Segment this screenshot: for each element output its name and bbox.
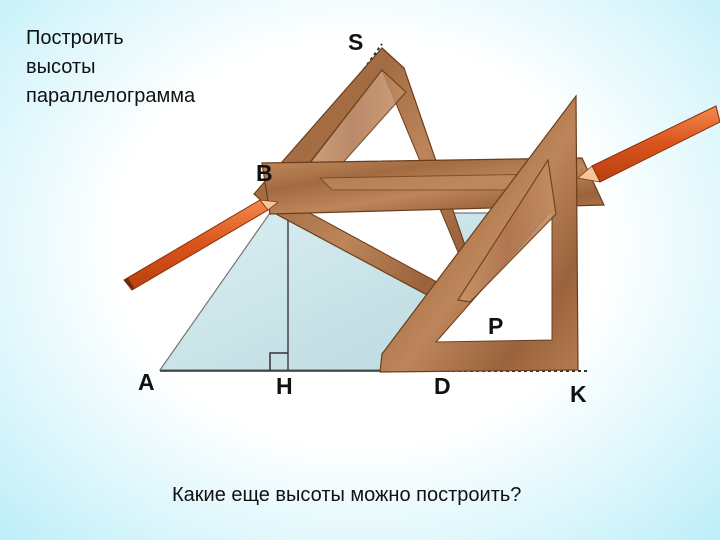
set-square-icon [379, 94, 579, 373]
title-line-2: высоты [26, 56, 96, 78]
question-text: Какие еще высоты можно построить? [172, 484, 522, 506]
pencil-icon-right [577, 105, 720, 183]
title-line-1: Построить [26, 27, 124, 49]
pencil-icon [123, 199, 280, 291]
right-angle-mark-icon [269, 352, 288, 371]
point-label-p: P [488, 313, 503, 339]
point-label-b: B [256, 160, 273, 186]
point-label-h: H [276, 373, 293, 399]
point-label-k: K [570, 381, 587, 407]
point-label-a: A [138, 369, 155, 395]
point-label-s: S [348, 29, 363, 55]
point-label-d: D [434, 373, 451, 399]
slide-title: Построить высоты параллелограмма [26, 24, 266, 111]
title-line-3: параллелограмма [26, 85, 196, 107]
